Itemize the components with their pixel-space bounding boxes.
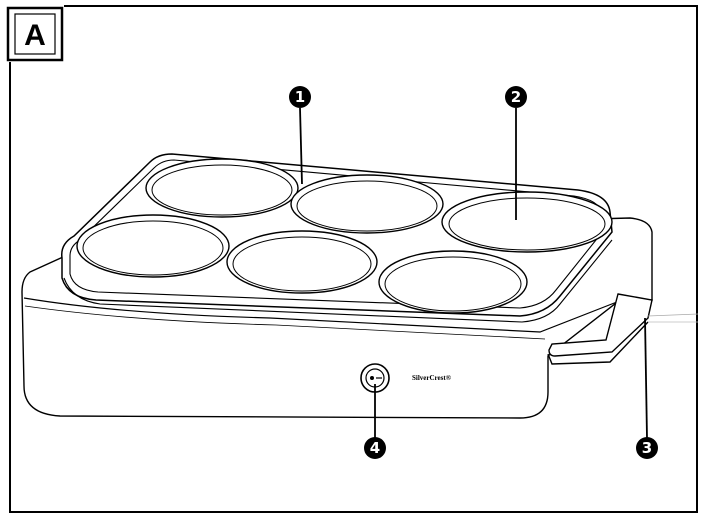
- callout-badge-2: 2: [505, 86, 527, 108]
- svg-text:1: 1: [295, 88, 305, 106]
- well-front-middle: [226, 230, 378, 294]
- well-back-right: [441, 191, 613, 253]
- callout-badge-1: 1: [289, 86, 311, 108]
- leader-line-3: [644, 317, 648, 439]
- well-front-left: [76, 214, 230, 278]
- panel-label: A: [24, 19, 46, 52]
- well-back-middle: [290, 174, 444, 234]
- outer-frame: [9, 5, 698, 513]
- callout-badge-4: 4: [364, 437, 386, 459]
- callout-badge-3: 3: [636, 437, 658, 459]
- reflection-line: [647, 313, 699, 317]
- svg-text:3: 3: [642, 439, 652, 457]
- svg-text:2: 2: [511, 88, 521, 106]
- well-back-left: [145, 158, 299, 218]
- pancake-wells: [76, 158, 613, 314]
- well-front-right: [378, 250, 528, 314]
- brand-logo-text: SilverCrest®: [412, 374, 452, 382]
- control-knob: [360, 363, 390, 393]
- side-handle: [547, 293, 653, 365]
- panel-label-box: A: [6, 6, 64, 62]
- leader-line-1: [299, 107, 303, 185]
- svg-text:4: 4: [370, 439, 380, 457]
